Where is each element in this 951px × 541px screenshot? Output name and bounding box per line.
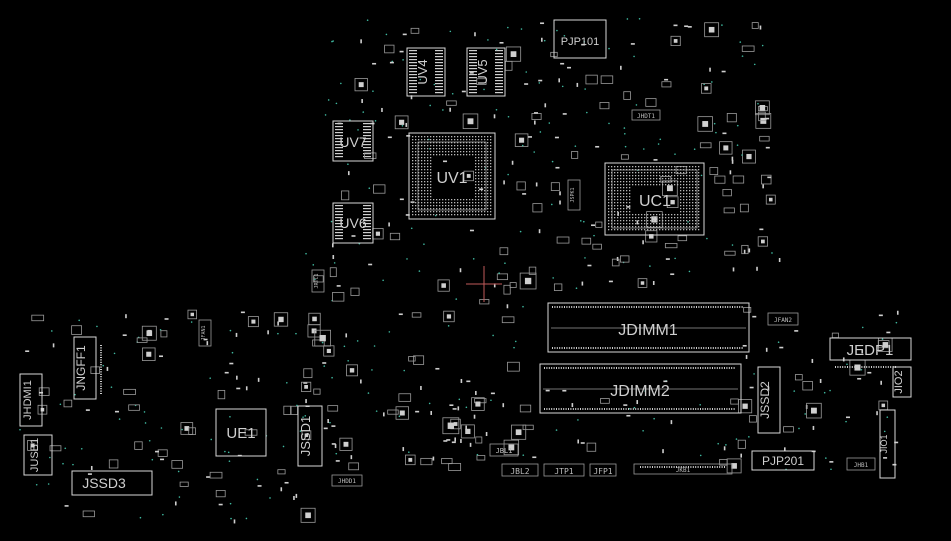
label-jssd1: JSSD1 (298, 416, 313, 456)
label-jdimm2: JDIMM2 (610, 383, 670, 400)
label-jrtc1: JRTC1 (314, 273, 320, 288)
label-jhdd1: JHDD1 (338, 478, 356, 485)
component-jngff1[interactable]: JNGFF1 (73, 336, 97, 400)
crosshair-cursor-icon (466, 266, 502, 302)
component-jtp1[interactable]: JTP1 (543, 463, 585, 477)
component-jhdt1[interactable]: JHDT1 (631, 109, 661, 121)
component-uc1-cpu[interactable]: UC1 (604, 162, 705, 236)
component-jssd1[interactable]: JSSD1 (297, 405, 323, 467)
component-jhdmi1[interactable]: JHDMI1 (19, 373, 43, 427)
component-jrtc1[interactable]: JRTC1 (311, 269, 325, 293)
component-jbl1[interactable]: JBL1 (489, 443, 519, 457)
label-uv5: UV5 (475, 59, 490, 84)
label-jedp1: JEDP1 (847, 342, 894, 359)
label-uv6: UV6 (339, 215, 366, 231)
component-jbl2[interactable]: JBL2 (501, 463, 539, 477)
label-jio2: JIO2 (893, 370, 905, 393)
component-uv4[interactable]: UV4 (406, 47, 446, 97)
component-jssd2[interactable]: JSSD2 (757, 366, 781, 434)
label-uv4: UV4 (415, 59, 430, 84)
component-jhb1[interactable]: JHB1 (846, 457, 876, 471)
label-jfp1: JFP1 (593, 467, 612, 476)
component-uv5[interactable]: UV5 (466, 47, 506, 97)
label-jspk1: JSPK1 (570, 187, 576, 202)
label-jhb1: JHB1 (854, 462, 869, 469)
component-uv1-gpu[interactable]: UV1 (408, 132, 496, 220)
component-jio2[interactable]: JIO2 (892, 366, 912, 398)
component-jusb1[interactable]: JUSB1 (23, 434, 53, 476)
label-jngff1: JNGFF1 (74, 345, 88, 391)
label-jssd2: JSSD2 (758, 381, 772, 419)
label-jtp1: JTP1 (554, 467, 573, 476)
label-pjp101: PJP101 (561, 36, 600, 48)
label-jbl2: JBL2 (510, 467, 529, 476)
label-uv1: UV1 (436, 170, 467, 187)
component-jfp1[interactable]: JFP1 (589, 463, 617, 477)
component-jio1[interactable]: JIO1 (879, 409, 896, 479)
label-uv7: UV7 (339, 134, 366, 150)
component-ue1[interactable]: UE1 (215, 408, 267, 457)
label-jhdt1: JHDT1 (637, 113, 655, 120)
component-jfan2[interactable]: JFAN2 (767, 312, 799, 326)
component-jkb1[interactable]: JKB1 (633, 463, 733, 475)
label-jfan1: JFAN1 (201, 325, 207, 340)
label-jhdmi1: JHDMI1 (22, 380, 34, 420)
component-pjp101[interactable]: PJP101 (553, 19, 607, 59)
component-uv7[interactable]: UV7 (332, 120, 374, 162)
component-uv6[interactable]: UV6 (332, 202, 374, 244)
component-jssd3[interactable]: JSSD3 (71, 470, 153, 496)
label-jssd3: JSSD3 (82, 475, 126, 491)
label-jkb1: JKB1 (676, 467, 691, 474)
label-pjp201: PJP201 (762, 454, 804, 468)
component-jhdd1[interactable]: JHDD1 (331, 474, 363, 487)
label-jdimm1: JDIMM1 (618, 322, 678, 339)
label-uc1: UC1 (639, 193, 671, 210)
component-jfan1[interactable]: JFAN1 (198, 319, 212, 347)
label-jio1: JIO1 (879, 434, 889, 453)
label-ue1: UE1 (226, 425, 255, 442)
component-details (19, 17, 899, 524)
component-jdimm2[interactable]: JDIMM2 (539, 363, 742, 414)
label-jbl1: JBL1 (496, 447, 513, 455)
component-jedp1[interactable]: JEDP1 (829, 337, 912, 361)
component-jdimm1[interactable]: JDIMM1 (547, 302, 750, 353)
component-jspk1[interactable]: JSPK1 (567, 179, 581, 211)
label-jfan2: JFAN2 (774, 317, 792, 324)
component-pjp201[interactable]: PJP201 (751, 450, 815, 471)
label-jusb1: JUSB1 (29, 438, 41, 472)
